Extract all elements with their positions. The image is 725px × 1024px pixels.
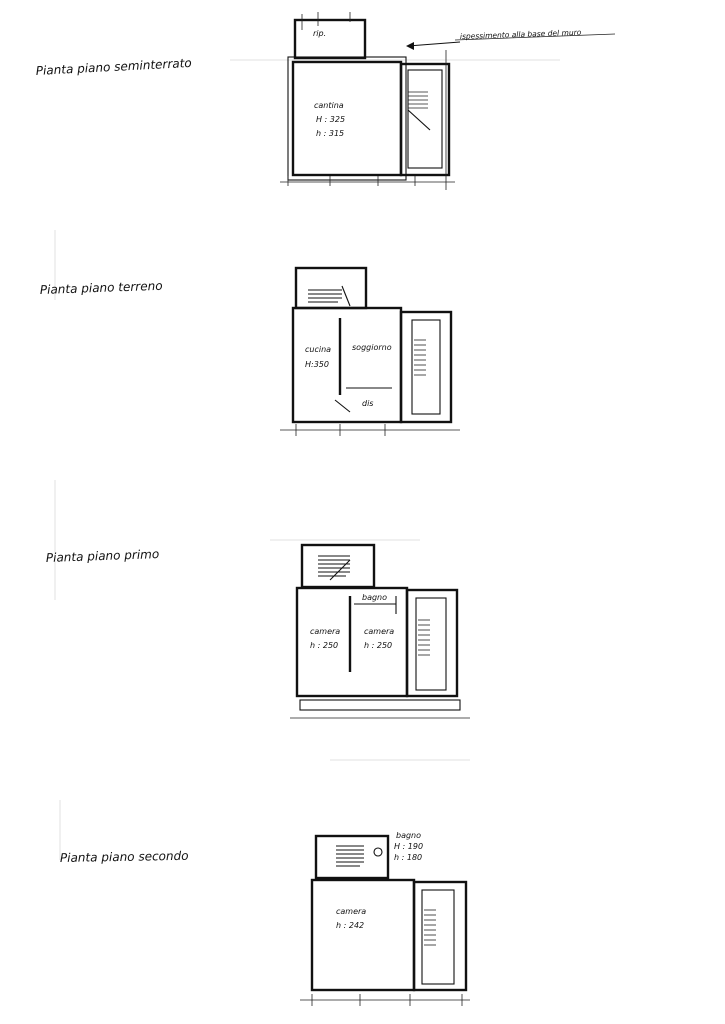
room-label-cucina: cucina	[305, 345, 331, 354]
stair-treads	[336, 845, 383, 867]
room-height-camera-left: h : 250	[310, 641, 338, 650]
room-label-camera-secondo: camera	[336, 907, 366, 916]
room-label-bagno: bagno	[362, 593, 387, 602]
floor-primo: Pianta piano primo	[46, 543, 470, 719]
room-label-cantina: cantina	[314, 101, 344, 110]
room-height-bagno-H: H : 190	[394, 842, 423, 851]
floor-title-terreno: Pianta piano terreno	[40, 279, 163, 297]
floor-title-primo: Pianta piano primo	[46, 547, 160, 565]
stair-treads	[407, 91, 431, 131]
room-height-cantina-H: H : 325	[316, 115, 345, 124]
room-height-cucina: H:350	[305, 360, 329, 369]
room-height-cantina-h: h : 315	[316, 129, 344, 138]
scan-artifacts	[54, 59, 560, 860]
plan-terreno	[280, 266, 460, 436]
room-label-dis: dis	[362, 399, 373, 408]
plan-secondo	[300, 834, 470, 1006]
stair-treads	[308, 285, 351, 307]
room-label-camera-right: camera	[364, 627, 394, 636]
room-height-bagno-h: h : 180	[394, 853, 422, 862]
room-label-bagno-secondo: bagno	[396, 831, 421, 840]
floor-terreno: Pianta piano terreno	[40, 266, 460, 436]
floor-seminterrato: Pianta piano seminterrato	[35, 12, 616, 190]
stair-treads	[414, 339, 426, 376]
floor-title-seminterrato: Pianta piano seminterrato	[35, 56, 192, 78]
plan-primo	[290, 543, 470, 719]
stair-treads	[418, 619, 430, 656]
room-label-rip: rip.	[313, 29, 326, 38]
plan-seminterrato	[280, 12, 616, 190]
floor-secondo: Pianta piano secondo	[60, 831, 470, 1006]
room-label-camera-left: camera	[310, 627, 340, 636]
stair-treads	[424, 909, 436, 946]
room-height-camera-right: h : 250	[364, 641, 392, 650]
stair-treads	[318, 555, 351, 581]
room-label-soggiorno: soggiorno	[352, 343, 392, 352]
room-height-camera-secondo: h : 242	[336, 921, 364, 930]
floor-title-secondo: Pianta piano secondo	[60, 849, 189, 865]
wall-thickening-note: ispessimento alla base del muro	[460, 28, 582, 41]
